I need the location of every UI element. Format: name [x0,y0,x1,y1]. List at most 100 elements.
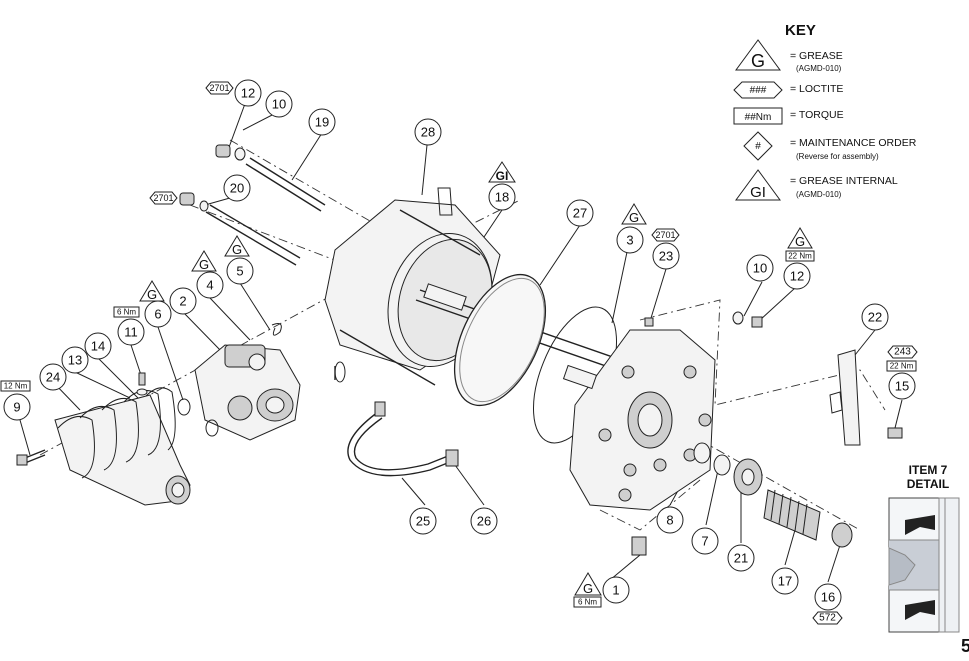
legend-key: KEY G ### ##Nm # GI = GREASE (AGMD-010) … [730,18,960,208]
callout-label: 15 [895,379,909,394]
bracket-22 [829,349,861,446]
spring-17 [763,489,821,541]
callout-15: 15 [888,372,916,400]
callout-label: 1 [612,583,619,598]
callout-label: 28 [421,125,435,140]
end-plate [569,329,716,511]
callout-label: 16 [821,590,835,605]
bellows-24 [54,387,191,506]
callout-label: 14 [91,339,105,354]
callout-label: 8 [666,513,673,528]
callout-6: 6 [144,300,172,328]
grease-key-label: = GREASE [790,50,843,62]
loctite-key-label: = LOCTITE [790,83,844,95]
callout-5: 5 [226,257,254,285]
svg-text:22 Nm: 22 Nm [788,252,812,261]
callout-26: 26 [470,507,498,535]
svg-text:G: G [199,257,209,272]
tie-rod-19 [245,157,326,212]
washer-20 [199,200,209,212]
svg-text:6 Nm: 6 Nm [578,598,597,607]
callout-2: 2 [169,287,197,315]
callout-label: 9 [13,400,20,415]
torque-tag-6nm-b: 6 Nm [573,596,602,608]
callout-14: 14 [84,332,112,360]
svg-text:2701: 2701 [209,83,229,93]
bolt-15 [887,427,903,439]
grease-internal-key-sub: (AGMD-010) [796,190,842,199]
callout-7: 7 [691,527,719,555]
item-7-detail-drawing [888,497,960,633]
callout-label: 7 [701,534,708,549]
svg-text:G: G [629,210,639,225]
svg-text:2701: 2701 [655,230,675,240]
callout-label: 2 [179,294,186,309]
callout-11: 11 [117,318,145,346]
torque-key-icon [733,107,783,125]
bolt-9 [16,449,46,466]
callout-label: 10 [272,97,286,112]
grease-symbol-12-right: G [787,227,813,249]
callout-label: 21 [734,551,748,566]
callout-label: 24 [46,370,60,385]
loctite-tag-572: 572 [812,611,843,625]
plug-1 [631,536,647,556]
svg-text:G: G [795,234,805,249]
maintenance-order-key-icon [743,131,773,161]
callout-label: 5 [236,264,243,279]
callout-10: 10 [746,254,774,282]
callout-1: 1 [602,576,630,604]
callout-4: 4 [196,271,224,299]
spacer-8 [693,442,711,464]
loctite-tag-2701-b: 2701 [149,191,178,205]
svg-text:G: G [232,242,242,257]
callout-label: 17 [778,574,792,589]
detail-title-line1: ITEM 7 [908,463,948,477]
grease-internal-key-label: = GREASE INTERNAL [790,175,898,187]
grease-symbol-1: G [574,572,602,596]
callout-label: 23 [659,249,673,264]
callout-label: 13 [68,353,82,368]
callout-label: 6 [154,307,161,322]
washer-10-upper [234,147,246,161]
grease-symbol-3: G [621,203,647,225]
callout-label: 26 [477,514,491,529]
svg-text:G: G [751,51,765,71]
grease-symbol-5: G [224,235,250,257]
screw-11 [138,372,146,386]
torque-tag-22nm-b: 22 Nm [886,360,917,372]
disc-27 [453,273,547,407]
clip-5 [271,323,282,336]
callout-8: 8 [656,506,684,534]
callout-label: 12 [241,86,255,101]
svg-text:G: G [583,581,593,596]
loctite-tag-2701-a: 2701 [205,81,234,95]
svg-text:###: ### [750,85,767,96]
callout-label: 22 [868,310,882,325]
grease-symbol-4: G [191,250,217,272]
fitting-26 [445,449,459,467]
callout-label: 25 [416,514,430,529]
grease-key-icon [735,39,781,71]
o-ring-6 [177,398,191,416]
callout-label: 19 [315,115,329,130]
grease-internal-symbol-18: GI [488,161,516,183]
callout-9: 9 [3,393,31,421]
torque-key-label: = TORQUE [790,109,844,121]
callout-17: 17 [771,567,799,595]
o-ring-pump [205,419,219,437]
tie-rod-20 [205,204,301,266]
svg-text:##Nm: ##Nm [745,112,772,123]
svg-text:GI: GI [750,184,766,201]
callout-22: 22 [861,303,889,331]
callout-label: 18 [495,190,509,205]
callout-23: 23 [652,242,680,270]
callout-12: 12 [783,262,811,290]
svg-text:572: 572 [819,613,836,624]
callout-10: 10 [265,90,293,118]
callout-3: 3 [616,226,644,254]
svg-text:GI: GI [496,169,509,183]
callout-label: 12 [790,269,804,284]
callout-20: 20 [223,174,251,202]
